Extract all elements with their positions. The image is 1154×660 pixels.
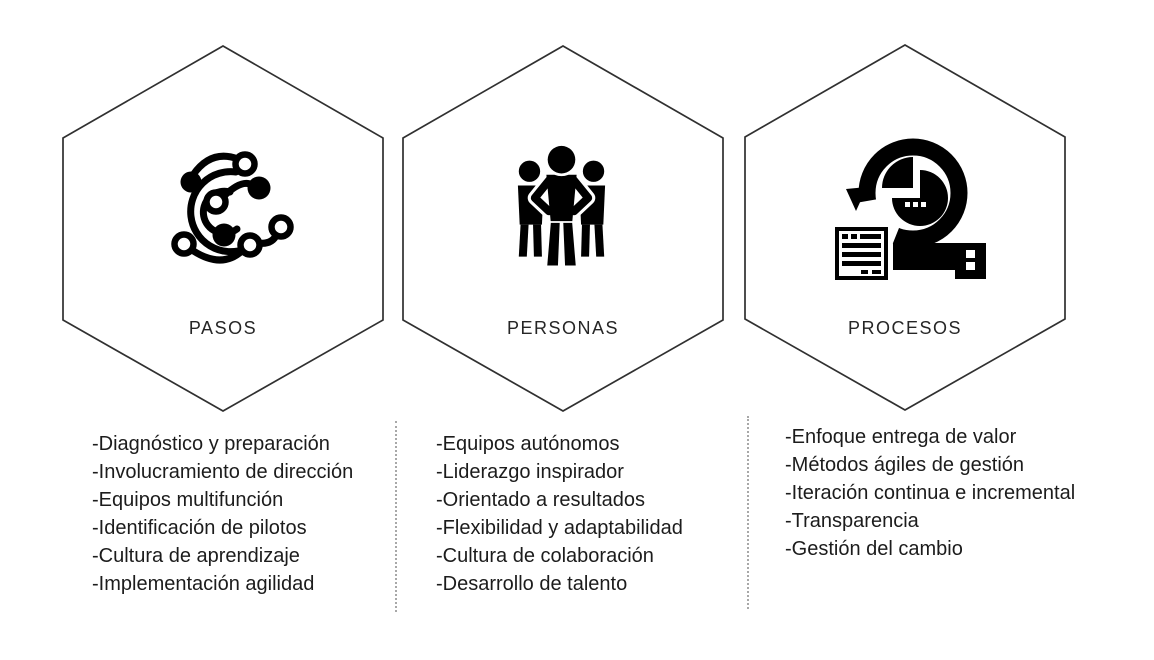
list-item: -Identificación de pilotos [92,517,307,539]
network-nodes-icon [171,151,294,264]
section-label-procesos: PROCESOS [847,318,963,338]
section-label-personas: PERSONAS [506,318,620,338]
list-item: -Enfoque entrega de valor [785,426,1017,448]
list-item: -Cultura de aprendizaje [92,545,300,567]
list-item: -Iteración continua e incremental [785,482,1076,504]
list-item: -Equipos autónomos [436,433,620,455]
hexagon-pasos [62,45,384,412]
list-item: -Equipos multifunción [92,489,284,511]
list-personas: -Equipos autónomos -Liderazgo inspirador… [436,430,683,598]
list-procesos: -Enfoque entrega de valor -Métodos ágile… [785,423,1075,563]
agile-process-icon [835,138,986,280]
section-label-pasos: PASOS [188,318,258,338]
list-divider-right [747,416,749,609]
list-item: -Gestión del cambio [785,538,963,560]
list-item: -Cultura de colaboración [436,545,654,567]
list-item: -Desarrollo de talento [436,573,628,595]
list-item: -Involucramiento de dirección [92,461,354,483]
list-item: -Diagnóstico y preparación [92,433,330,455]
list-item: -Métodos ágiles de gestión [785,454,1025,476]
list-pasos: -Diagnóstico y preparación -Involucramie… [92,430,353,598]
list-item: -Orientado a resultados [436,489,646,511]
team-icon [517,143,606,268]
hexagon-procesos [744,44,1066,411]
list-item: -Liderazgo inspirador [436,461,624,483]
hexagon-personas [402,45,724,412]
list-item: -Implementación agilidad [92,573,315,595]
list-item: -Transparencia [785,510,919,532]
list-divider-left [395,421,397,612]
list-item: -Flexibilidad y adaptabilidad [436,517,683,539]
